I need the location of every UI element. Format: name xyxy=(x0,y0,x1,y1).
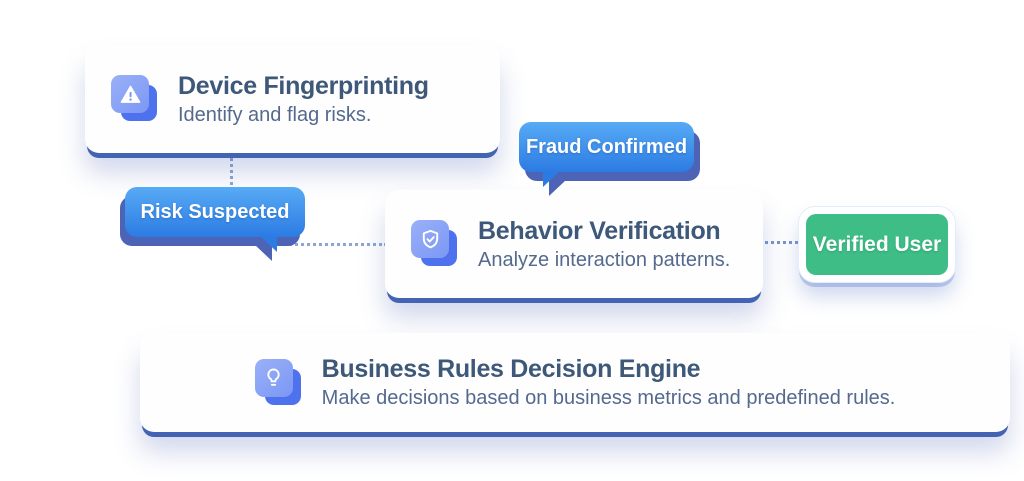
label-bubble-risk-suspected: Risk Suspected xyxy=(125,187,305,252)
node-device-fingerprinting: Device Fingerprinting Identify and flag … xyxy=(85,45,500,153)
connector-risk-to-behavior xyxy=(230,243,387,246)
shield-check-icon xyxy=(411,220,459,268)
card-title-behavior: Behavior Verification xyxy=(478,216,721,245)
warning-triangle-icon xyxy=(111,75,159,123)
card-title-business: Business Rules Decision Engine xyxy=(321,355,701,383)
card-subtitle-business: Make decisions based on business metrics… xyxy=(321,387,896,409)
card-text-block: Device Fingerprinting Identify and flag … xyxy=(178,71,429,128)
bubble-text: Risk Suspected xyxy=(140,200,290,223)
icon-front-layer xyxy=(111,75,149,113)
connector-behavior-to-verified xyxy=(760,241,803,244)
icon-front-layer xyxy=(411,220,449,258)
node-behavior-verification: Behavior Verification Analyze interactio… xyxy=(385,190,763,298)
card-subtitle-behavior: Analyze interaction patterns. xyxy=(478,248,731,271)
bubble-text: Fraud Confirmed xyxy=(525,135,688,158)
card-title-device: Device Fingerprinting xyxy=(178,71,429,100)
verified-user-label: Verified User xyxy=(806,214,948,275)
label-bubble-fraud-confirmed: Fraud Confirmed xyxy=(519,122,694,187)
node-business-rules-decision-engine: Business Rules Decision Engine Make deci… xyxy=(140,333,1010,432)
card-subtitle-device: Identify and flag risks. xyxy=(178,103,372,126)
icon-front-layer xyxy=(254,358,293,397)
card-text-block: Behavior Verification Analyze interactio… xyxy=(478,216,730,273)
node-verified-user-badge: Verified User xyxy=(799,207,955,282)
card-text-block: Business Rules Decision Engine Make deci… xyxy=(322,354,896,411)
lightbulb-icon xyxy=(254,358,303,407)
